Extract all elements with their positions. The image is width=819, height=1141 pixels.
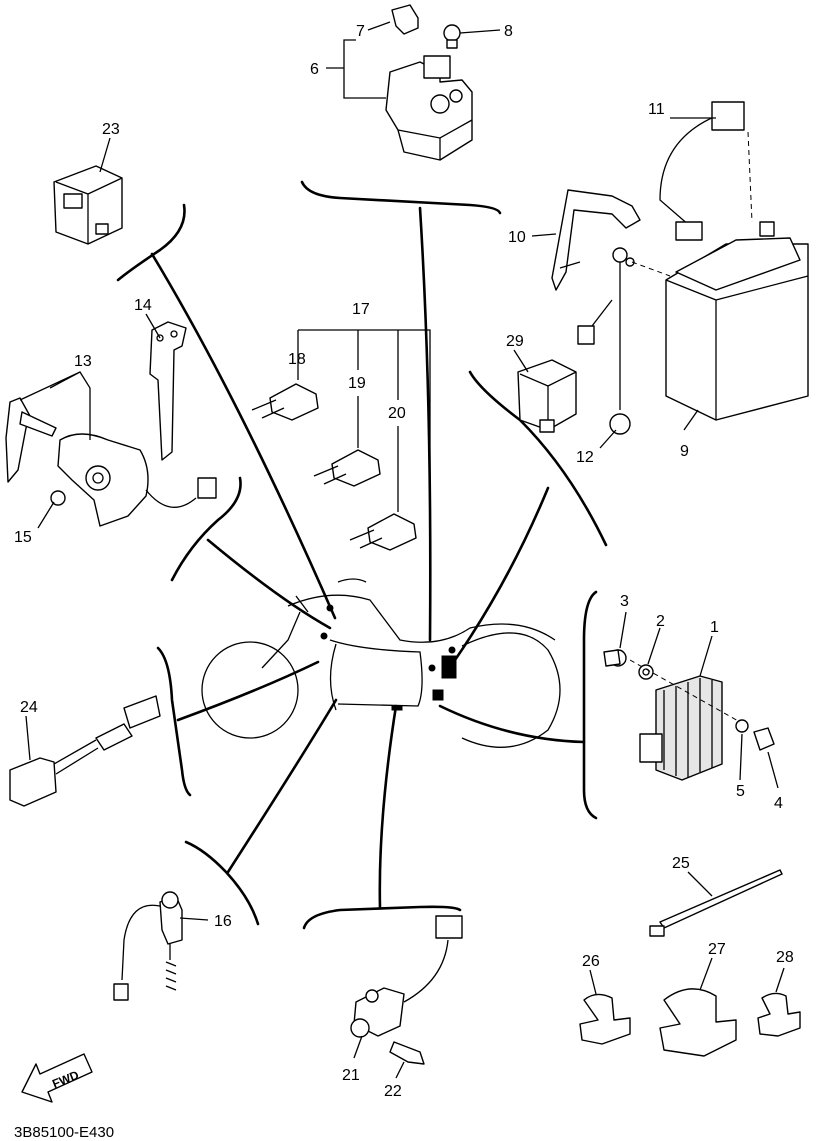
- relay-fuse-holder: [423, 55, 451, 79]
- callout-17: 17: [352, 301, 370, 318]
- callout-21: 21: [342, 1067, 360, 1084]
- screw-22-icon: [389, 1041, 425, 1065]
- callout-14: 14: [134, 297, 152, 314]
- starter-relay: [385, 4, 473, 161]
- bracket-flasher: [116, 203, 186, 282]
- screw-icon: [50, 490, 66, 506]
- washer-icon: [638, 664, 654, 680]
- callout-27: 27: [708, 941, 726, 958]
- callout-5: 5: [736, 783, 745, 800]
- fuse-20-icon: [367, 513, 417, 551]
- relay-29: [517, 359, 577, 433]
- key-small-icon: [5, 397, 31, 483]
- callout-2: 2: [656, 613, 665, 630]
- forward-arrow: FWD: [21, 1053, 93, 1103]
- bracket-neutral-switch: [184, 840, 260, 926]
- callout-3: 3: [620, 593, 629, 610]
- callout-29: 29: [506, 333, 524, 350]
- fwd-arrow-icon: [21, 1053, 93, 1103]
- callout-23: 23: [102, 121, 120, 138]
- clamp-27-icon: [659, 988, 737, 1057]
- diagram-code: 3B85100-E430: [14, 1124, 114, 1141]
- callout-20: 20: [388, 405, 406, 422]
- bracket-relay: [300, 180, 502, 215]
- callout-4: 4: [774, 795, 783, 812]
- callout-11: 11: [648, 101, 665, 118]
- wiring-leaders: [150, 206, 586, 910]
- callout-7: 7: [356, 23, 365, 40]
- bracket-sensor: [156, 646, 192, 797]
- neutral-switch: [113, 891, 183, 1001]
- callout-10: 10: [508, 229, 526, 246]
- callout-18: 18: [288, 351, 306, 368]
- callout-12: 12: [576, 449, 594, 466]
- callout-labels: 1 2 3 4 5 6 7 8 9 10 11 12 13 14 15 16 1…: [14, 23, 794, 1100]
- flasher-relay: [53, 165, 123, 245]
- callout-19: 19: [348, 375, 366, 392]
- callout-15: 15: [14, 529, 32, 546]
- callout-24: 24: [20, 699, 38, 716]
- bracket-rectifier: [582, 590, 598, 820]
- callout-28: 28: [776, 949, 794, 966]
- callout-leaders: [19, 21, 785, 1079]
- sensor-24: [9, 695, 161, 807]
- battery-band: [551, 189, 641, 291]
- bracket-battery: [468, 370, 608, 547]
- fuses: [251, 329, 431, 640]
- callout-13: 13: [74, 353, 92, 370]
- callout-25: 25: [672, 855, 690, 872]
- group-brackets: [116, 180, 608, 930]
- clamp-28-icon: [757, 992, 801, 1037]
- bracket-main-switch: [170, 476, 242, 582]
- key-icon: [149, 321, 187, 461]
- rectifier-regulator: [603, 649, 775, 781]
- main-switch: [5, 321, 217, 527]
- screw-icon: [443, 24, 461, 42]
- callout-16: 16: [214, 913, 232, 930]
- clamps: [579, 988, 801, 1057]
- nut-icon: [753, 727, 775, 751]
- callout-1: 1: [710, 619, 719, 636]
- motorcycle-outline: [201, 578, 561, 748]
- battery: [551, 101, 809, 435]
- cable-tie: [649, 869, 783, 937]
- fuse-18-icon: [269, 383, 319, 421]
- fuse-icon: [391, 4, 419, 35]
- callout-6: 6: [310, 61, 319, 78]
- callout-26: 26: [582, 953, 600, 970]
- sidestand-switch: [350, 915, 463, 1065]
- callout-9: 9: [680, 443, 689, 460]
- clamp-26-icon: [579, 993, 631, 1045]
- callout-22: 22: [384, 1083, 402, 1100]
- washer-5-icon: [735, 719, 749, 733]
- callout-8: 8: [504, 23, 513, 40]
- fuse-19-icon: [331, 449, 381, 487]
